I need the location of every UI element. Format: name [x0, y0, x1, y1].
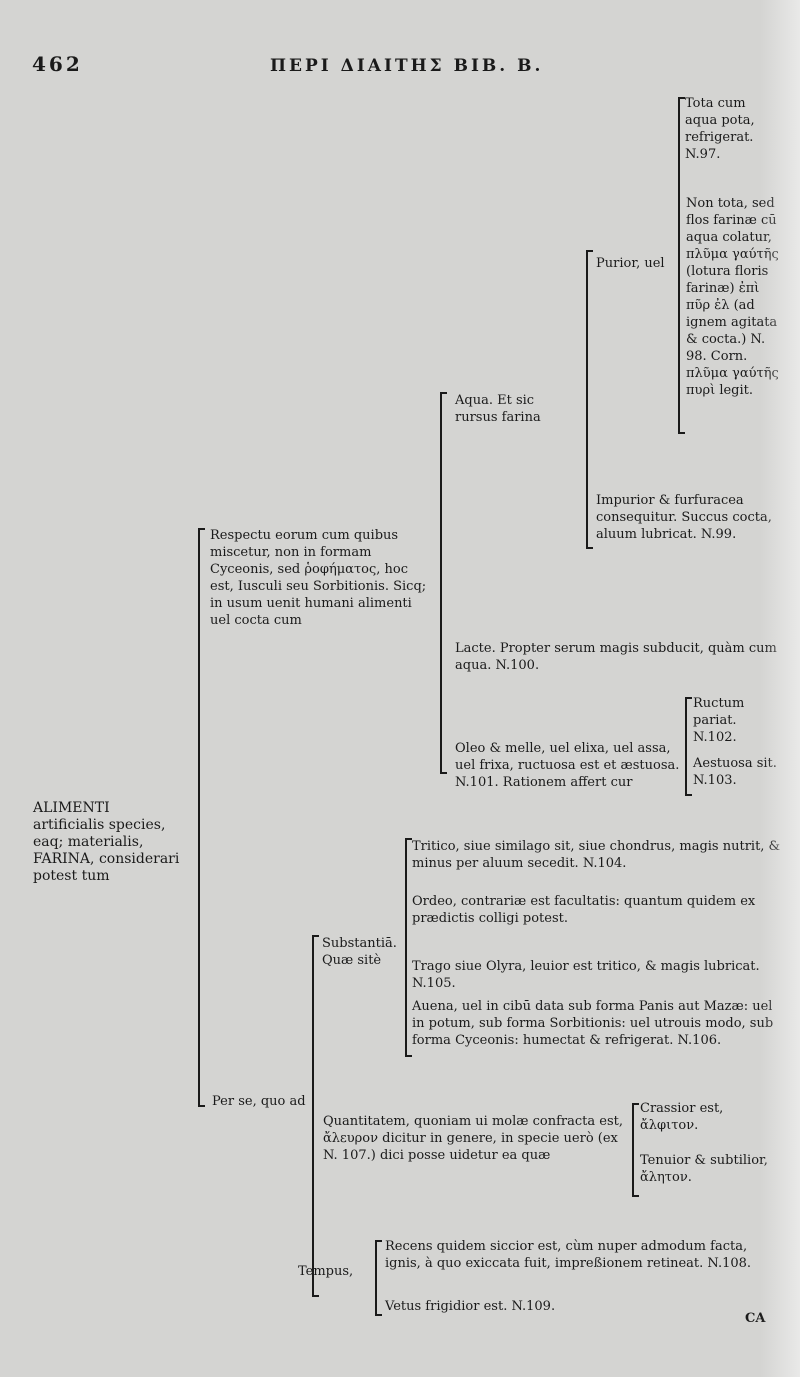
recens-text: Recens quidem siccior est, cùm nuper adm… — [385, 1239, 752, 1271]
page-number: 462 — [32, 52, 83, 76]
per-se-bracket — [312, 935, 319, 1297]
root-bracket — [198, 528, 205, 1107]
aqua-text: Aqua. Et sic rursus farina — [455, 393, 541, 425]
catchword: CA — [745, 1311, 766, 1326]
respectu-text: Respectu eorum cum quibus miscetur, non … — [210, 528, 427, 628]
tritico-text: Tritico, siue similago sit, siue chondru… — [412, 839, 781, 871]
respectu-bracket — [440, 392, 447, 774]
running-title: ΠΕΡΙ ΔΙΑΙΤΗΣ ΒΙΒ. Β. — [270, 56, 544, 76]
tenuior-text: Tenuior & subtilior, ἄλητον. — [640, 1153, 768, 1185]
tempus-text: Tempus, — [298, 1264, 354, 1279]
root-text: ALIMENTI artificialis species, eaq; mate… — [33, 800, 180, 884]
tota-text: Tota cum aqua pota, refrigerat. N.97. — [685, 96, 755, 162]
aqua-bracket — [586, 250, 593, 549]
impurior-text: Impurior & furfuracea consequitur. Succu… — [596, 493, 772, 542]
auena-text: Auena, uel in cibū data sub forma Panis … — [412, 999, 774, 1048]
quantitatem-text: Quantitatem, quoniam ui molæ confracta e… — [323, 1114, 623, 1163]
oleo-bracket — [685, 697, 692, 796]
purior-bracket — [678, 97, 685, 434]
substantia-bracket — [405, 838, 412, 1057]
purior-text: Purior, uel — [596, 256, 665, 271]
quantitatem-bracket — [632, 1103, 639, 1197]
lacte-text: Lacte. Propter serum magis subducit, quà… — [455, 641, 777, 673]
substantia-text: Substantiā. Quæ sitè — [322, 936, 397, 968]
aestuosa-text: Aestuosa sit. N.103. — [693, 756, 777, 788]
vetus-text: Vetus frigidior est. N.109. — [385, 1299, 556, 1314]
crassior-text: Crassior est, ἄλφιτον. — [640, 1101, 724, 1133]
per-se-text: Per se, quo ad — [212, 1094, 306, 1109]
ordeo-text: Ordeo, contrariæ est facultatis: quantum… — [412, 894, 756, 926]
non-tota-text: Non tota, sed flos farinæ cū aqua colatu… — [686, 196, 779, 398]
trago-text: Trago siue Olyra, leuior est tritico, & … — [412, 959, 760, 991]
tempus-bracket — [375, 1240, 382, 1316]
oleo-text: Oleo & melle, uel elixa, uel assa, uel f… — [455, 741, 680, 790]
ructum-text: Ructum pariat. N.102. — [693, 696, 745, 745]
